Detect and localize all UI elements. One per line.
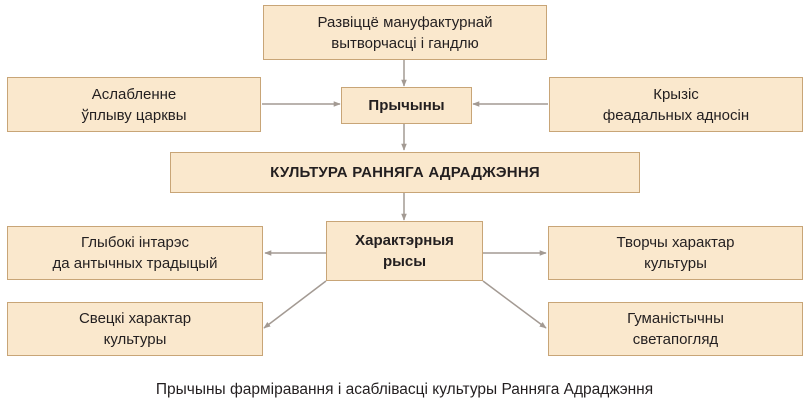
arrow-features-to-bottom-left: [263, 280, 327, 329]
left-cause-box: Аслабленне ўплыву царквы: [7, 77, 261, 132]
features-hub-label: Характэрныя рысы: [355, 232, 454, 270]
causes-hub-label: Прычыны: [368, 97, 445, 114]
feature-bottom-left-label: Свецкі характар культуры: [78, 310, 192, 348]
left-cause-label: Аслабленне ўплыву царквы: [81, 85, 187, 124]
feature-bottom-right-label: Гуманістычны светапогляд: [627, 310, 724, 348]
causes-hub-box: Прычыны: [341, 87, 472, 124]
feature-top-left-label: Глыбокі інтарэс да антычных традыцый: [52, 234, 218, 272]
top-cause-label: Развіццё мануфактурнай вытворчасці і ган…: [317, 13, 493, 52]
feature-top-right-box: Творчы характар культуры: [548, 226, 803, 280]
top-cause-box: Развіццё мануфактурнай вытворчасці і ган…: [263, 5, 547, 60]
arrow-features-to-bottom-right: [482, 280, 547, 329]
right-cause-box: Крызіс феадальных адносін: [549, 77, 803, 132]
main-title-box: КУЛЬТУРА РАННЯГА АДРАДЖЭННЯ: [170, 152, 640, 193]
features-hub-box: Характэрныя рысы: [326, 221, 483, 281]
feature-bottom-right-box: Гуманістычны светапогляд: [548, 302, 803, 356]
feature-top-right-label: Творчы характар культуры: [616, 234, 735, 272]
main-title-label: КУЛЬТУРА РАННЯГА АДРАДЖЭННЯ: [270, 164, 540, 181]
feature-top-left-box: Глыбокі інтарэс да антычных традыцый: [7, 226, 263, 280]
feature-bottom-left-box: Свецкі характар культуры: [7, 302, 263, 356]
figure-caption: Прычыны фарміравання і асаблівасці культ…: [155, 381, 654, 398]
right-cause-label: Крызіс феадальных адносін: [602, 85, 750, 124]
